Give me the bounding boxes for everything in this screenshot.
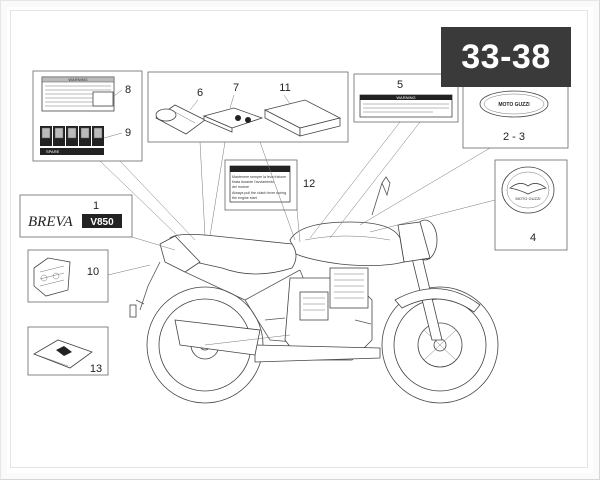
part-4-box: MOTO GUZZI 4 — [494, 159, 568, 251]
callout-9: 9 — [125, 127, 131, 139]
model-script: BREVA — [28, 214, 74, 230]
callout-5: 5 — [397, 79, 403, 91]
emblem-text: MOTO GUZZI — [515, 196, 540, 201]
brand-oval-text: MOTO GUZZI — [498, 102, 530, 108]
callout-1: 1 — [93, 200, 99, 212]
part-6-7-11-box: 6 7 11 — [147, 71, 349, 143]
callout-8: 8 — [125, 84, 131, 96]
page-number-badge: 33-38 — [441, 27, 571, 87]
part-8-9-box: WARNING SPARE 8 9 — [32, 70, 143, 162]
callout-13: 13 — [90, 363, 102, 375]
label-12-line-2: tirata durante l'avviamento — [232, 180, 274, 184]
part-1-box: BREVA V850 1 — [19, 194, 133, 238]
callout-10: 10 — [87, 266, 99, 278]
warning-label-8-title: WARNING — [68, 77, 87, 82]
callout-11: 11 — [279, 82, 290, 94]
part-2-3-box: MOTO GUZZI 2 - 3 — [462, 85, 569, 149]
label-12-line-1: Mantenere sempre la leva frizione — [232, 175, 286, 179]
fuse-labels-9: SPARE — [40, 126, 104, 155]
label-12-line-5: the engine start — [232, 196, 257, 200]
part-12-box: Mantenere sempre la leva frizione tirata… — [224, 159, 315, 211]
label-12-line-3: del motore — [232, 185, 249, 189]
motorcycle-drawing — [129, 176, 499, 404]
warning-label-5-title: WARNING — [396, 95, 415, 100]
leader-lines — [99, 121, 496, 276]
model-number: V850 — [90, 217, 114, 228]
callout-2-3: 2 - 3 — [503, 131, 525, 143]
label-12-line-4: Always pull the clutch lever during — [232, 191, 286, 195]
callout-12: 12 — [303, 178, 315, 190]
part-5-box: WARNING 5 — [353, 73, 459, 123]
part-13-box: 13 — [27, 326, 109, 376]
callout-7: 7 — [233, 82, 239, 94]
spare-label: SPARE — [46, 149, 60, 154]
part-10-box: 10 — [27, 249, 109, 303]
callout-4: 4 — [530, 232, 536, 244]
callout-6: 6 — [197, 87, 203, 99]
